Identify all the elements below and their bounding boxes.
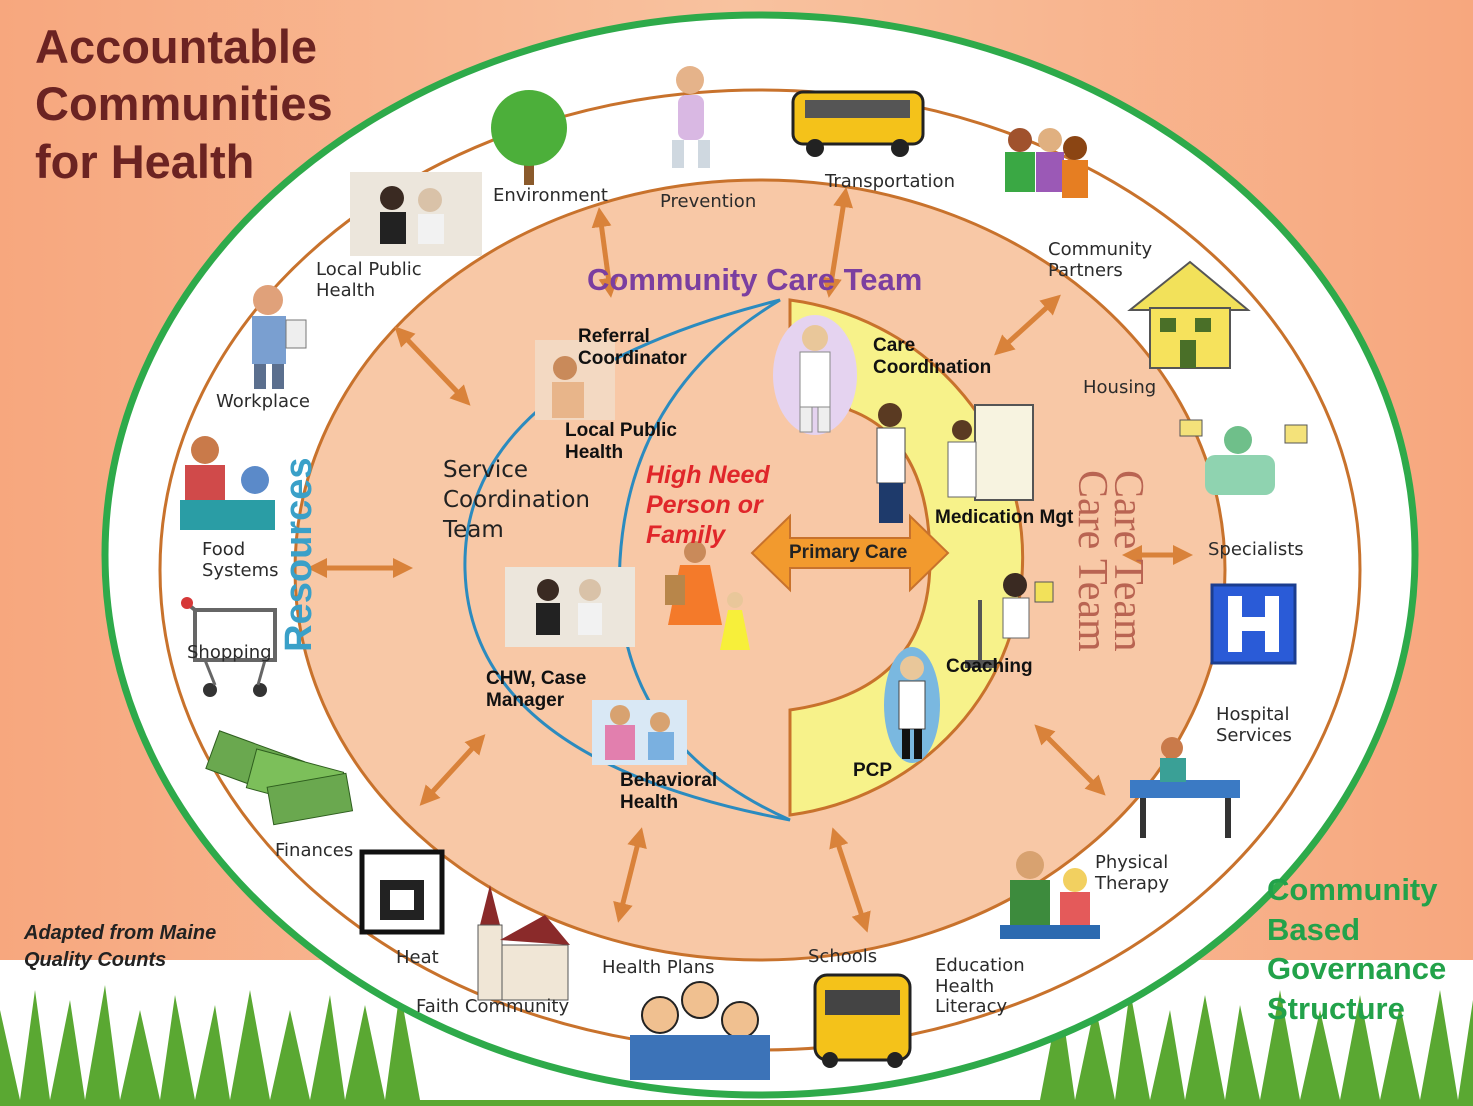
label-schools: Schools bbox=[808, 946, 878, 967]
label-medication-mgt: Medication Mgt bbox=[935, 507, 1074, 528]
primary-care-arrow bbox=[750, 513, 950, 593]
label-transportation: Transportation bbox=[825, 171, 955, 192]
mother-child-icon bbox=[665, 541, 750, 650]
label-education: Education Health Literacy bbox=[935, 955, 1025, 1018]
referral-photo-icon bbox=[535, 340, 615, 420]
label-physical-therapy: Physical Therapy bbox=[1095, 852, 1169, 894]
label-heat: Heat bbox=[396, 947, 439, 968]
label-hospital-services: Hospital Services bbox=[1216, 704, 1292, 746]
label-community-partners: Community Partners bbox=[1048, 239, 1153, 281]
service-coordination-team: Service Coordination Team bbox=[443, 457, 590, 543]
community-care-team-title: Community Care Team bbox=[587, 262, 923, 297]
shopping-cart-icon bbox=[181, 597, 277, 697]
house-icon bbox=[1127, 260, 1251, 369]
radial-arrows bbox=[307, 187, 1193, 933]
stove-icon bbox=[359, 849, 445, 935]
label-coaching: Coaching bbox=[946, 656, 1033, 677]
primary-care-label: Primary Care bbox=[789, 542, 908, 563]
label-environment: Environment bbox=[493, 185, 608, 206]
label-health-plans: Health Plans bbox=[602, 957, 715, 978]
label-finances: Finances bbox=[275, 840, 354, 861]
label-referral-coordinator: Referral Coordinator bbox=[578, 326, 687, 369]
tree-icon bbox=[491, 90, 567, 185]
label-chw-case-manager: CHW, Case Manager bbox=[486, 668, 587, 711]
families-icon bbox=[630, 981, 770, 1080]
label-food-systems: Food Systems bbox=[202, 539, 279, 581]
jogger-icon bbox=[672, 66, 710, 168]
doctor-icon bbox=[876, 403, 906, 523]
label-behavioral-health: Behavioral Health bbox=[620, 770, 718, 813]
service-crescent bbox=[463, 298, 791, 822]
school-bus-icon-2 bbox=[813, 973, 912, 1068]
community-people-icon bbox=[1005, 128, 1088, 198]
label-workplace: Workplace bbox=[216, 391, 311, 412]
nurse-icon bbox=[773, 315, 857, 435]
inner-area bbox=[293, 178, 1227, 962]
worker-icon bbox=[252, 285, 307, 389]
behavioral-health-icon bbox=[592, 700, 687, 765]
page-title: Accountable Communities for Health bbox=[35, 20, 333, 188]
office-photo-icon bbox=[350, 172, 482, 256]
scale-icon bbox=[965, 573, 1054, 668]
hospital-h-icon bbox=[1210, 583, 1297, 665]
label-local-public-health: Local Public Health bbox=[316, 259, 422, 301]
church-icon bbox=[477, 885, 570, 1001]
money-icon bbox=[205, 730, 354, 826]
hospital-bed-icon bbox=[1130, 737, 1240, 838]
label-inner-local-public-health: Local Public Health bbox=[565, 420, 677, 463]
care-team-label: Care Team Care Team bbox=[1069, 470, 1151, 652]
therapy-icon bbox=[1000, 851, 1100, 939]
high-need-label: High Need Person or Family bbox=[646, 461, 770, 549]
label-pcp: PCP bbox=[853, 760, 893, 781]
chw-photo-icon bbox=[505, 567, 635, 647]
school-bus-icon bbox=[791, 90, 925, 157]
pcp-doctor-icon bbox=[884, 647, 940, 763]
label-prevention: Prevention bbox=[660, 191, 757, 212]
label-faith-community: Faith Community bbox=[416, 996, 570, 1017]
label-shopping: Shopping bbox=[187, 642, 272, 663]
governance-label: Community Based Governance Structure bbox=[1267, 872, 1447, 1027]
clipboard-icon bbox=[947, 404, 1034, 501]
food-icon bbox=[180, 436, 275, 530]
surgery-icon bbox=[1179, 419, 1308, 495]
label-specialists: Specialists bbox=[1208, 539, 1304, 560]
label-care-coordination: Care Coordination bbox=[873, 335, 992, 378]
source-credit: Adapted from Maine Quality Counts bbox=[24, 922, 217, 971]
label-housing: Housing bbox=[1083, 377, 1157, 398]
resources-label: Resources bbox=[278, 457, 321, 652]
